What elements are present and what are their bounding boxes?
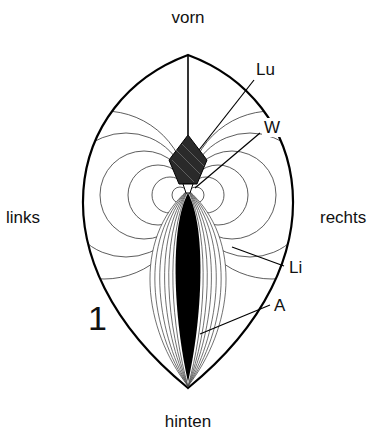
region-lu: [169, 135, 207, 184]
label: Lu: [254, 60, 277, 79]
opening-a: [176, 193, 201, 382]
figure-number: 1: [86, 300, 109, 336]
label: Li: [287, 258, 304, 277]
label: links: [4, 208, 42, 227]
midline: [187, 55, 189, 135]
point-w: [183, 184, 193, 193]
label: A: [272, 296, 287, 315]
label: rechts: [318, 208, 368, 227]
labia-contours: [150, 190, 226, 386]
label: vorn: [169, 8, 206, 27]
leader-lines: [195, 80, 284, 334]
label: hinten: [163, 412, 213, 431]
outline: [83, 55, 293, 388]
label: W: [262, 118, 282, 137]
